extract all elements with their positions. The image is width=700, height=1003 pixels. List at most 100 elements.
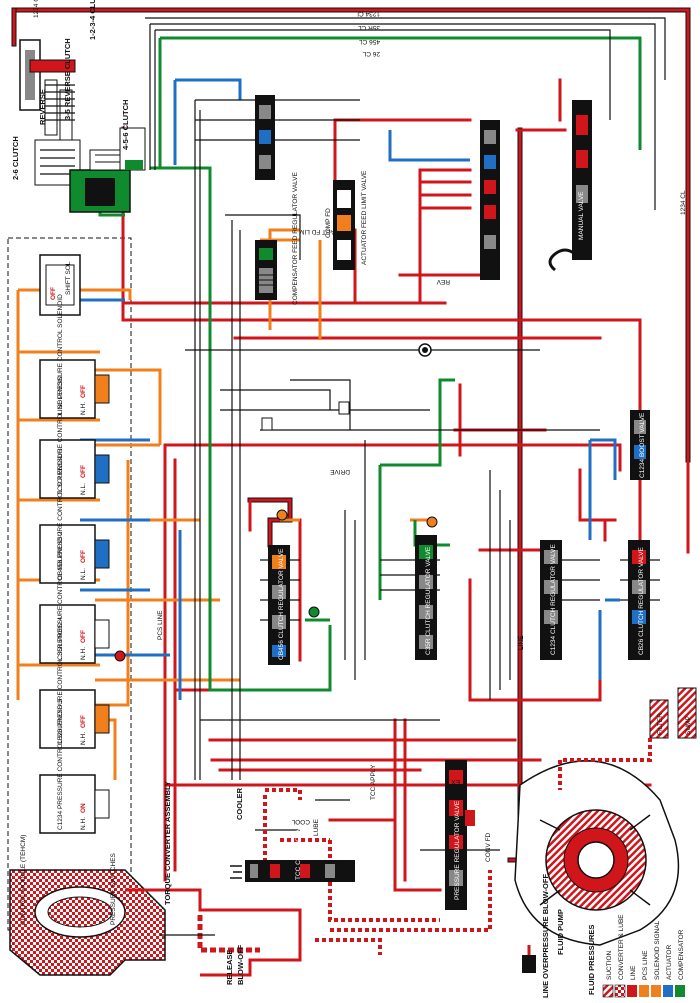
passage-tcc-apply: TCC APPLY (370, 764, 377, 800)
legend-item-line: LINE (627, 965, 637, 997)
tcc-pcs-solenoid (39, 439, 110, 499)
state-pcs3-nl: N.L. (80, 568, 87, 580)
exhaust-circuits (145, 17, 666, 851)
label-pressure-switches: PRESSURE SWITCHES (110, 852, 117, 925)
passage-26cl: 26 CL (362, 50, 380, 57)
c1234-valve (540, 540, 562, 660)
filter-sump (558, 687, 697, 790)
solenoids (39, 254, 110, 834)
label-pcs4: CB26 PRESSURE CONTROL SOLENOID 4 (57, 617, 64, 745)
state-shift-off: OFF (50, 287, 57, 300)
state-tcc-off: OFF (80, 465, 87, 478)
state-line-off: OFF (80, 385, 87, 398)
passage-pcs-line: PCS LINE (157, 610, 164, 640)
label-pcs3: CB456 PRESSURE CONTROL SOLENOID 3 (57, 448, 64, 580)
label-act-feed-limit: ACTUATOR FEED LIMIT VALVE (361, 170, 368, 265)
passage-comp-fd: COMP FD (325, 208, 332, 238)
solenoid-state-labels: OFF OFF N.H. OFF N.L. OFF N.L. OFF N.H. … (50, 287, 87, 830)
legend-item-compensator: COMPENSATOR (675, 929, 685, 997)
label-filter: FILTER (657, 713, 664, 735)
label-pcs5: C1234 PRESSURE CONTROL SOLENOID 5 (57, 699, 64, 830)
label-release: RELEASE (225, 950, 234, 985)
clutch-packs (19, 39, 146, 213)
actuator-feed-limit-valve (333, 180, 355, 270)
svg-text:SUCTION: SUCTION (606, 950, 613, 980)
passage-labels: 1234 CL 1234 CL 1234 CL 456 CL 35R CL 26… (33, 0, 687, 862)
state-pcs2-nh: N.H. (80, 647, 87, 660)
label-cooler: COOLER (235, 787, 244, 820)
c35r-valve (415, 535, 437, 660)
tcc-control-valve (230, 860, 355, 882)
svg-text:CONVERTER & LUBE: CONVERTER & LUBE (618, 914, 625, 980)
label-pcs2: C35R PRESSURE CONTROL SOLENOID 2 (57, 531, 64, 660)
passage-conv-fd: CONV FD (485, 832, 492, 862)
label-boost-valve: C1234 BOOST VALVE (639, 412, 646, 478)
label-manual-valve: MANUAL VALVE (578, 191, 585, 240)
passage-ex: EX (451, 778, 460, 785)
shift-solenoid (39, 254, 81, 316)
manual-valve (548, 100, 592, 272)
label-lube: LUBE (313, 818, 320, 836)
check-balls (114, 343, 438, 662)
legend-title: FLUID PRESSURES (587, 925, 596, 995)
label-shift-sol: SHIFT SOL (65, 261, 72, 295)
label-line-pcs: LINE PRESSURE CONTROL SOLENOID (57, 294, 64, 415)
legend: FLUID PRESSURES SUCTION CONVERTER & LUBE… (587, 914, 685, 998)
label-pressure-reg-valve: PRESSURE REGULATOR VALVE (454, 800, 461, 900)
state-line-nh: N.H. (80, 402, 87, 415)
compensator-circuits (98, 36, 642, 692)
pressure-regulator-valve (445, 760, 475, 910)
legend-item-solenoid-signal: SOLENOID SIGNAL (651, 920, 661, 997)
passage-cool: COOL (291, 818, 310, 825)
state-pcs4-nh: N.H. (80, 732, 87, 745)
pcs5-solenoid (39, 774, 110, 834)
compensator-feed-valve (255, 240, 277, 300)
passage-1234cl-right: 1234 CL (680, 190, 687, 215)
state-pcs2-off: OFF (80, 630, 87, 643)
label-tcc-control-valve: TCC CONTROL VALVE (295, 811, 302, 880)
passage-1234cl-top: 1234 CL (355, 10, 380, 17)
fluid-pump (514, 760, 680, 946)
top-shift-valve (255, 95, 275, 180)
passage-35rcl: 35R CL (358, 24, 380, 31)
cb26-valve (628, 540, 650, 660)
line-pcs-solenoid (39, 359, 110, 419)
cb456-valve (268, 545, 290, 665)
label-tcc-pcs: TCC PRESSURE CONTROL SOLENOID (57, 375, 64, 495)
label-line-overpressure: LINE OVERPRESSURE BLOW-OFF (541, 874, 550, 998)
label-clutch-456: 4-5-6 CLUTCH (121, 100, 130, 150)
svg-text:ACTUATOR: ACTUATOR (666, 945, 673, 980)
label-comp-feed-valve: COMPENSATOR FEED REGULATOR VALVE (292, 171, 299, 305)
passage-rev: REV (436, 278, 450, 285)
pcs3-solenoid (39, 524, 110, 584)
center-valve-stack (480, 120, 500, 280)
svg-text:COMPENSATOR: COMPENSATOR (678, 929, 685, 980)
state-pcs4-off: OFF (80, 715, 87, 728)
label-sump: SUMP (685, 716, 692, 735)
component-labels: 1-2-3-4 CLUTCH 3-5 REVERSE CLUTCH REVERS… (11, 0, 692, 998)
label-c1234-valve: C1234 CLUTCH REGULATOR VALVE (550, 544, 557, 655)
svg-text:LINE: LINE (630, 965, 637, 980)
label-clutch-35r: 3-5 REVERSE CLUTCH (63, 38, 72, 120)
line-overpressure-blowoff (522, 945, 536, 973)
legend-item-actuator: ACTUATOR (663, 945, 673, 997)
svg-text:PCS LINE: PCS LINE (642, 950, 649, 980)
pcs4-solenoid (39, 689, 110, 749)
passage-act-fd-lim: ACT FD LIM (299, 228, 335, 235)
legend-item-pcs-line: PCS LINE (639, 950, 649, 997)
label-control-module: CONTROL MODULE (TEHCM) (20, 835, 27, 925)
svg-text:SOLENOID SIGNAL: SOLENOID SIGNAL (654, 920, 661, 980)
boost-valve (630, 410, 650, 480)
passage-line: LINE (518, 635, 525, 650)
passage-456cl: 456 CL (359, 38, 380, 45)
label-clutch-26: 2-6 CLUTCH (11, 136, 20, 180)
legend-item-suction: SUCTION (602, 950, 614, 998)
label-blowoff: BLOW-OFF (236, 944, 245, 985)
label-cb456-valve: CB456 CLUTCH REGULATOR VALVE (278, 548, 285, 660)
passage-1234cl-left: 1234 CL (33, 0, 40, 18)
torque-converter (9, 869, 302, 977)
state-pcs5-on: ON (80, 803, 87, 813)
state-tcc-nl: N.L. (80, 483, 87, 495)
label-clutch-1234: 1-2-3-4 CLUTCH (88, 0, 97, 40)
